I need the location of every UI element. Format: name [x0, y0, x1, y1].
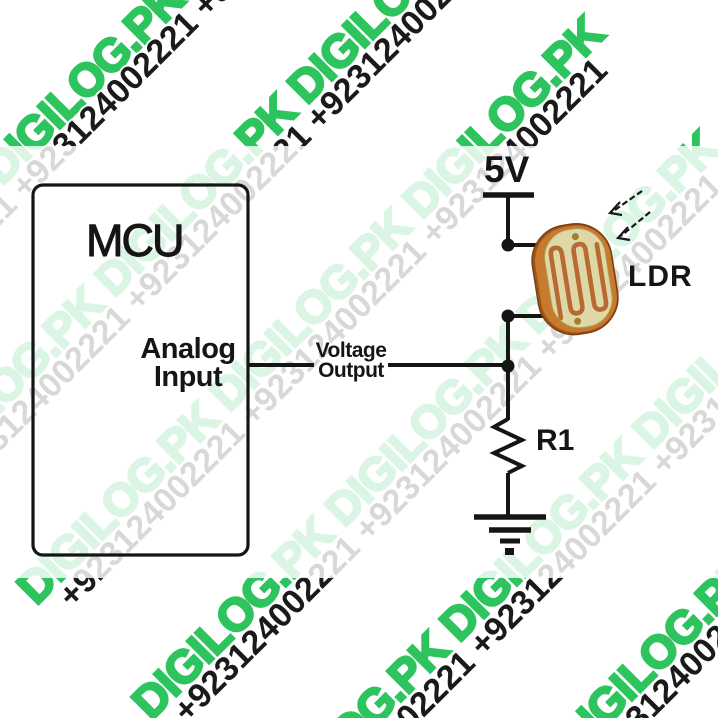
- resistor-label: R1: [536, 424, 575, 457]
- resistor-symbol: [489, 417, 527, 517]
- ldr-component: [531, 223, 619, 336]
- diagram-white-area: [0, 146, 718, 578]
- mcu-box: [31, 183, 250, 557]
- junction-dots: [501, 238, 515, 373]
- analog-input-label: Analog Input: [118, 333, 258, 393]
- ground-symbol: [474, 514, 546, 555]
- voltage-output-label: Voltage Output: [311, 339, 391, 382]
- ldr-label: LDR: [628, 260, 693, 293]
- supply-voltage-label: 5V: [484, 149, 530, 190]
- supply-rail: [483, 192, 534, 246]
- light-arrows-icon: [607, 190, 651, 242]
- voltage-output-line2: Output: [318, 359, 384, 382]
- analog-input-line2: Input: [153, 361, 223, 393]
- voltage-output-line1: Voltage: [315, 339, 387, 362]
- mcu-label: MCU: [85, 215, 184, 266]
- analog-input-line1: Analog: [140, 333, 236, 365]
